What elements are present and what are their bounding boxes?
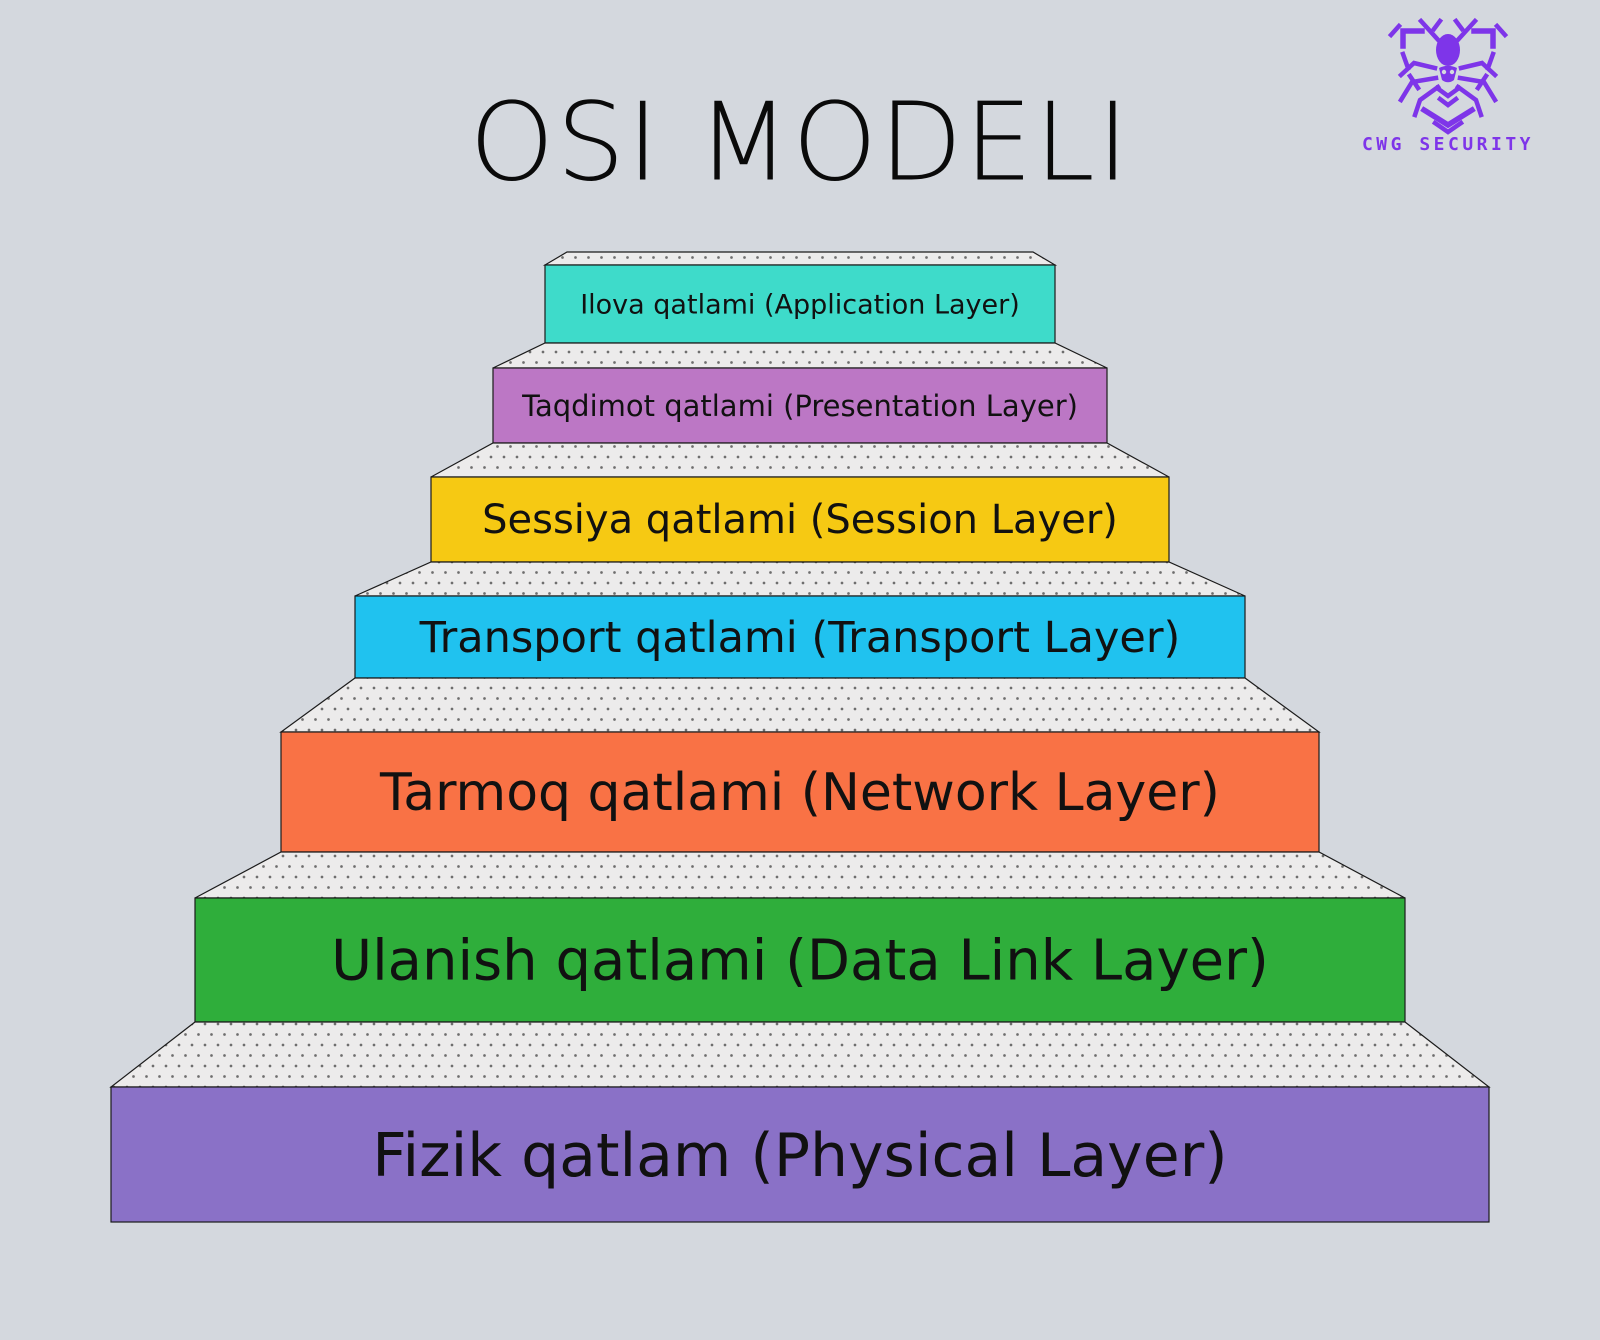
page-title: OSI MODELI [469,81,1130,206]
step-top-face-6 [109,1021,1491,1088]
layer-physical [110,1086,1490,1223]
layer-network [280,731,1320,853]
layer-physical-label: Fizik qatlam (Physical Layer) [372,1121,1227,1191]
step-top-face-2 [430,442,1170,478]
layer-transport-label: Transport qatlami (Transport Layer) [419,613,1181,663]
layer-datalink-label: Ulanish qatlami (Data Link Layer) [331,929,1269,994]
logo: CWG SECURITY [1362,17,1534,155]
layer-application-label: Ilova qatlami (Application Layer) [580,290,1020,321]
layer-presentation [492,367,1108,444]
step-top-face-5 [194,851,1406,899]
layer-application [544,264,1056,344]
step-top-face-3 [354,561,1246,597]
step-top-face-1 [492,342,1108,369]
spider-shield-icon [1387,17,1509,135]
osi-pyramid: Ilova qatlami (Application Layer) Taqdim… [109,251,1491,1223]
layer-session-label: Sessiya qatlami (Session Layer) [482,497,1118,543]
step-top-face-4 [279,677,1321,733]
layer-presentation-label: Taqdimot qatlami (Presentation Layer) [521,389,1078,423]
step-top-face-cap [542,251,1058,266]
logo-wordmark: CWG SECURITY [1362,134,1534,155]
layer-datalink [194,897,1406,1023]
layer-network-label: Tarmoq qatlami (Network Layer) [379,763,1220,823]
